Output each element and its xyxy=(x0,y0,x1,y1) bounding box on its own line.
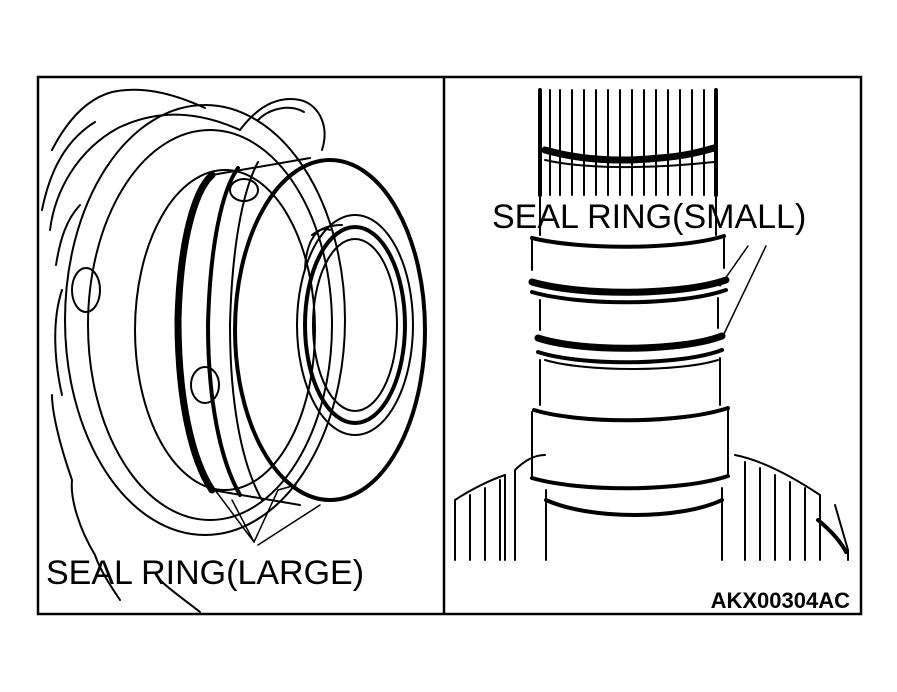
label-seal-ring-large: SEAL RING(LARGE) xyxy=(46,554,364,592)
lower-gear xyxy=(454,454,849,561)
figure-code: AKX00304AC xyxy=(711,588,851,613)
upper-spline xyxy=(538,88,718,197)
label-seal-ring-small: SEAL RING(SMALL) xyxy=(492,198,806,236)
left-panel-drawing xyxy=(41,88,427,613)
outer-frame xyxy=(36,75,863,616)
right-panel-drawing xyxy=(454,88,849,561)
